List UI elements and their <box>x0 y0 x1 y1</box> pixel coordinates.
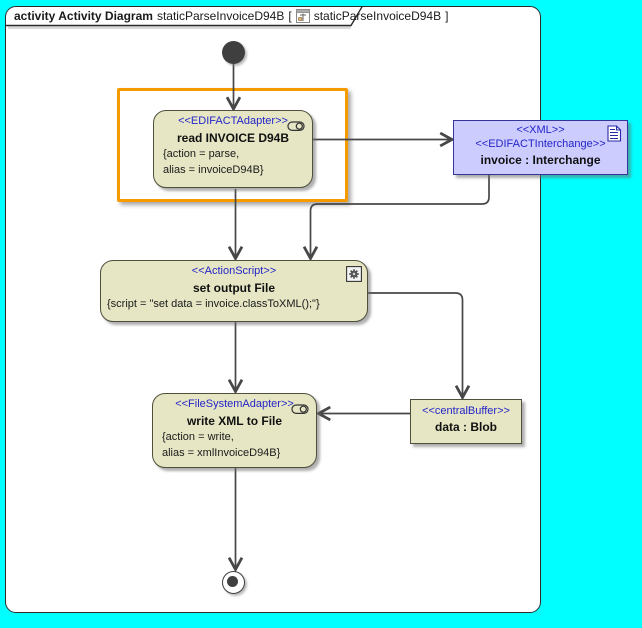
stereotype-label: <<ActionScript>> <box>191 265 277 277</box>
action-icon <box>291 402 309 420</box>
frame-diagram-name: staticParseInvoiceD94B <box>156 9 285 23</box>
property-line: {action = write, <box>162 431 234 443</box>
action-name: read INVOICE D94B <box>176 131 290 145</box>
final-node-dot <box>227 576 239 588</box>
stereotype-label: <<FileSystemAdapter>> <box>175 398 294 410</box>
activity-diagram-icon <box>295 9 310 23</box>
property-line: {script = "set data = invoice.classToXML… <box>107 298 320 310</box>
selection-highlight <box>117 88 348 202</box>
stereotype-label: <<centralBuffer>> <box>422 405 510 417</box>
frame-close-bracket: ] <box>445 9 449 23</box>
action-read-invoice[interactable]: <<EDIFACTAdapter>> read INVOICE D94B {ac… <box>153 110 313 188</box>
object-name: invoice : Interchange <box>480 153 601 167</box>
stereotype-label: <<EDIFACTInterchange>> <box>475 138 606 150</box>
frame-open-bracket: [ <box>288 9 292 23</box>
action-set-output-file[interactable]: <<ActionScript>> set output File {script… <box>100 260 368 322</box>
property-line: {action = parse, <box>163 148 240 160</box>
initial-node[interactable] <box>222 41 245 64</box>
frame-title: activity Activity Diagram staticParseInv… <box>14 9 448 23</box>
document-icon <box>607 125 622 147</box>
final-node[interactable] <box>222 571 245 594</box>
frame-keyword: activity Activity Diagram <box>14 9 153 23</box>
script-gear-icon <box>346 266 362 287</box>
stereotype-label: <<XML>> <box>516 124 565 136</box>
property-line: alias = xmlInvoiceD94B} <box>162 447 281 459</box>
action-icon <box>287 119 305 137</box>
central-buffer-data-blob[interactable]: <<centralBuffer>> data : Blob <box>410 399 522 444</box>
property-line: alias = invoiceD94B} <box>163 164 264 176</box>
action-write-xml-to-file[interactable]: <<FileSystemAdapter>> write XML to File … <box>152 393 317 468</box>
object-invoice-interchange[interactable]: <<XML>> <<EDIFACTInterchange>> invoice :… <box>453 120 628 175</box>
frame-ref-name: staticParseInvoiceD94B <box>313 9 442 23</box>
action-name: set output File <box>193 281 275 295</box>
buffer-name: data : Blob <box>435 420 497 434</box>
stereotype-label: <<EDIFACTAdapter>> <box>178 115 288 127</box>
action-name: write XML to File <box>186 414 283 428</box>
